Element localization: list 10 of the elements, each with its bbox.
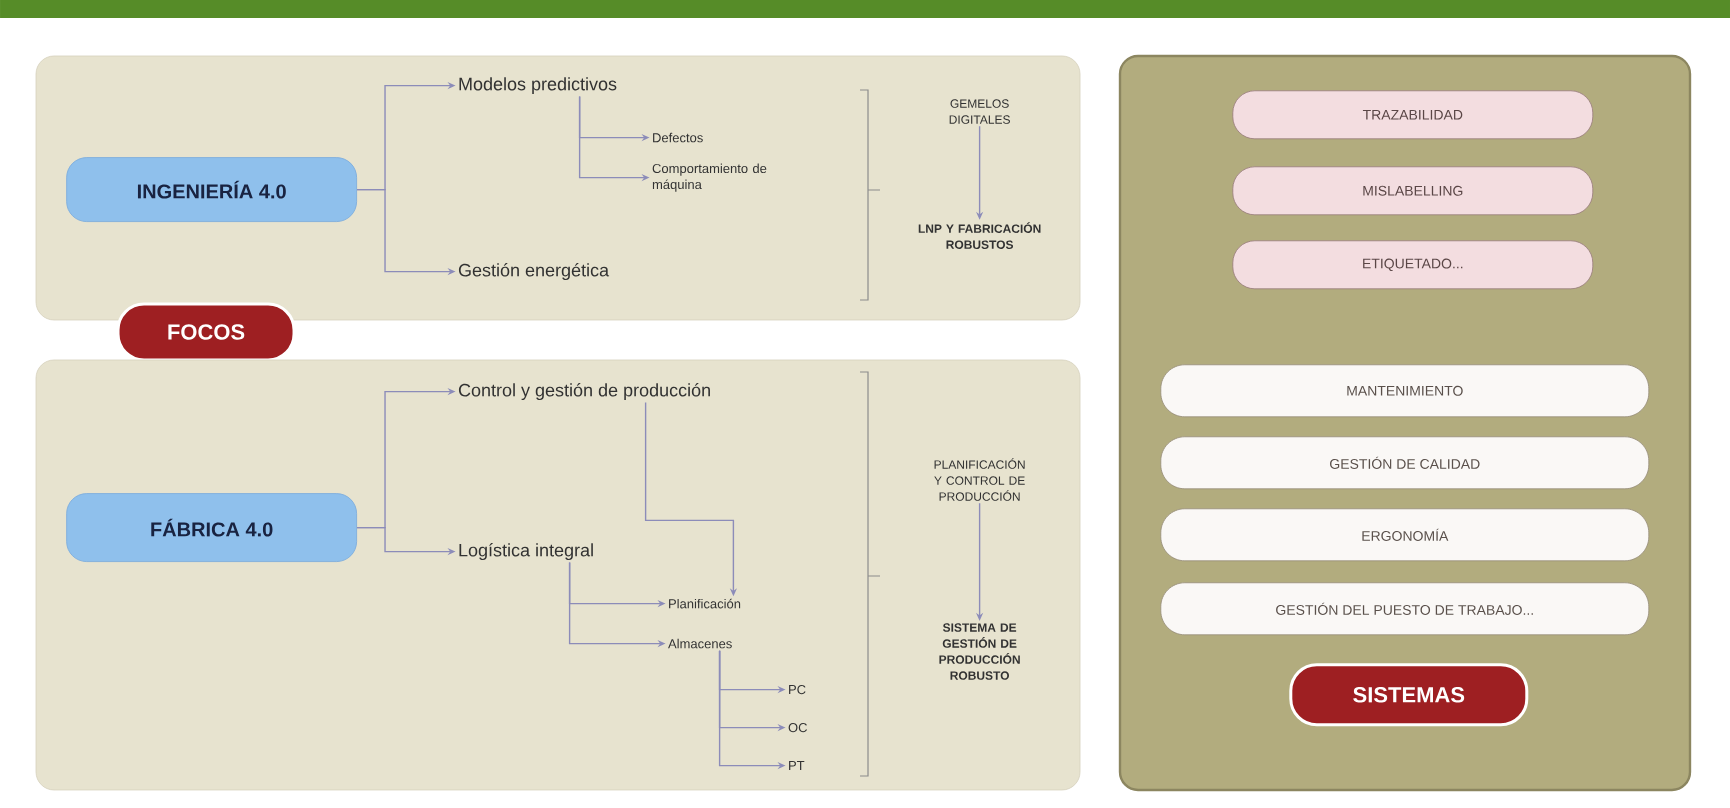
section-badge: SISTEMAS	[1289, 663, 1529, 727]
topic-box: INGENIERÍA 4.0	[66, 157, 357, 222]
panel-background	[35, 55, 1081, 321]
branch-label: Gestión energética	[458, 263, 610, 281]
branch-label: Modelos predictivos	[459, 77, 617, 94]
branch-label: Control y gestión de producción	[458, 383, 710, 401]
topic-box: FÁBRICA 4.0	[66, 493, 357, 562]
section-badge: FOCOS	[116, 302, 296, 362]
branch-label: Logística integral	[459, 543, 593, 561]
panel-background	[35, 359, 1081, 791]
